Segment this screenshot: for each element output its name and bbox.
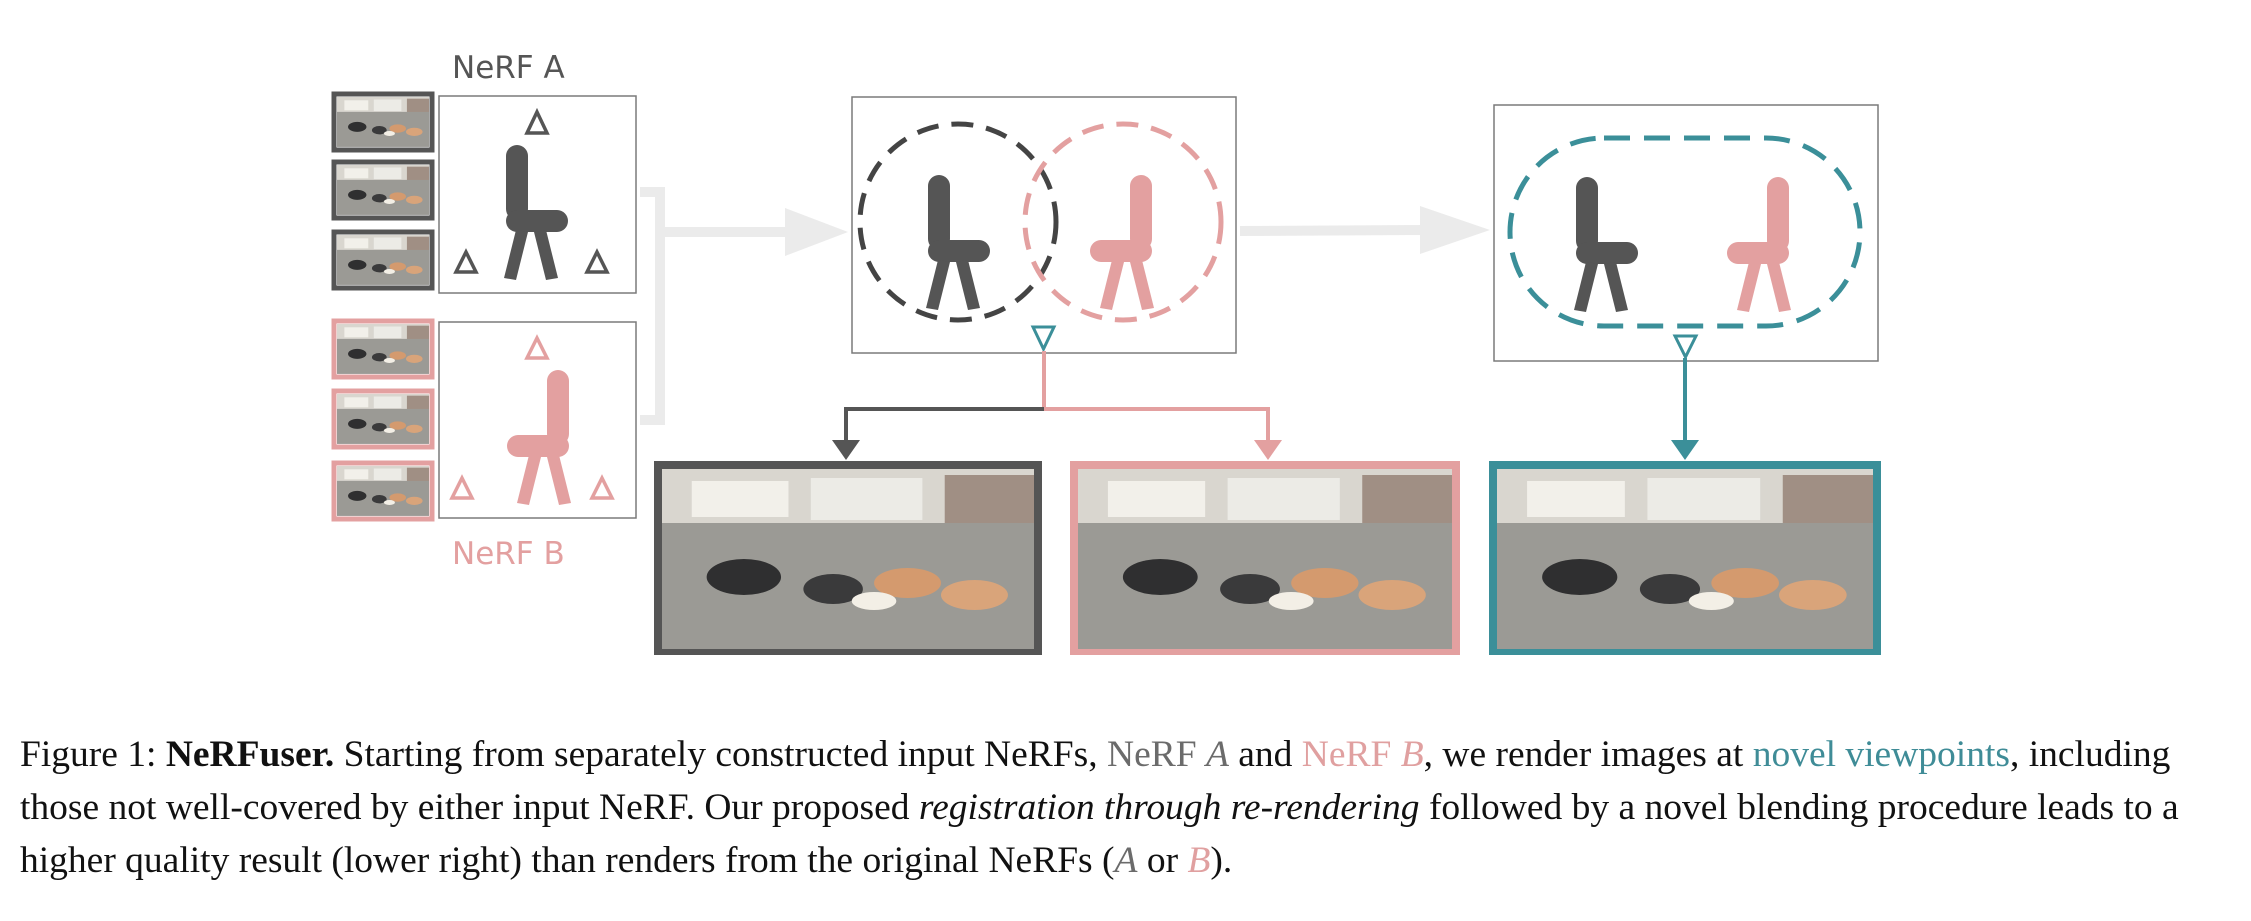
- render-nerf-a: [654, 461, 1042, 655]
- camera-triangle-icon: [453, 248, 479, 274]
- camera-triangle-icon: [584, 248, 610, 274]
- nerf-a-scene-box: [438, 95, 637, 294]
- nerfuser-figure: NeRF A NeRF B: [331, 50, 1881, 655]
- blend-arrow: [1239, 206, 1490, 254]
- merge-arrow: [640, 187, 848, 425]
- render-connectors: [832, 351, 1699, 460]
- camera-triangle-icon: [589, 474, 615, 500]
- camera-triangle-icon: [449, 474, 475, 500]
- viewpoint-triangle-icon: [1030, 325, 1057, 353]
- nerf-a-label: NeRF A: [452, 50, 565, 86]
- render-nerfuser: [1489, 461, 1881, 655]
- nerf-a-input-images: [331, 91, 435, 291]
- registration-box: [851, 96, 1237, 354]
- viewpoint-triangle-icon: [1672, 334, 1699, 361]
- render-nerf-b: [1070, 461, 1460, 655]
- nerf-b-input-images: [331, 318, 435, 522]
- fused-box: [1493, 104, 1879, 362]
- nerf-b-label: NeRF B: [452, 536, 565, 572]
- figure-caption: Figure 1: NeRFuser. Starting from separa…: [20, 734, 2179, 881]
- nerf-b-scene-box: [438, 321, 637, 519]
- camera-triangle-icon: [524, 107, 550, 135]
- camera-triangle-icon: [524, 334, 550, 360]
